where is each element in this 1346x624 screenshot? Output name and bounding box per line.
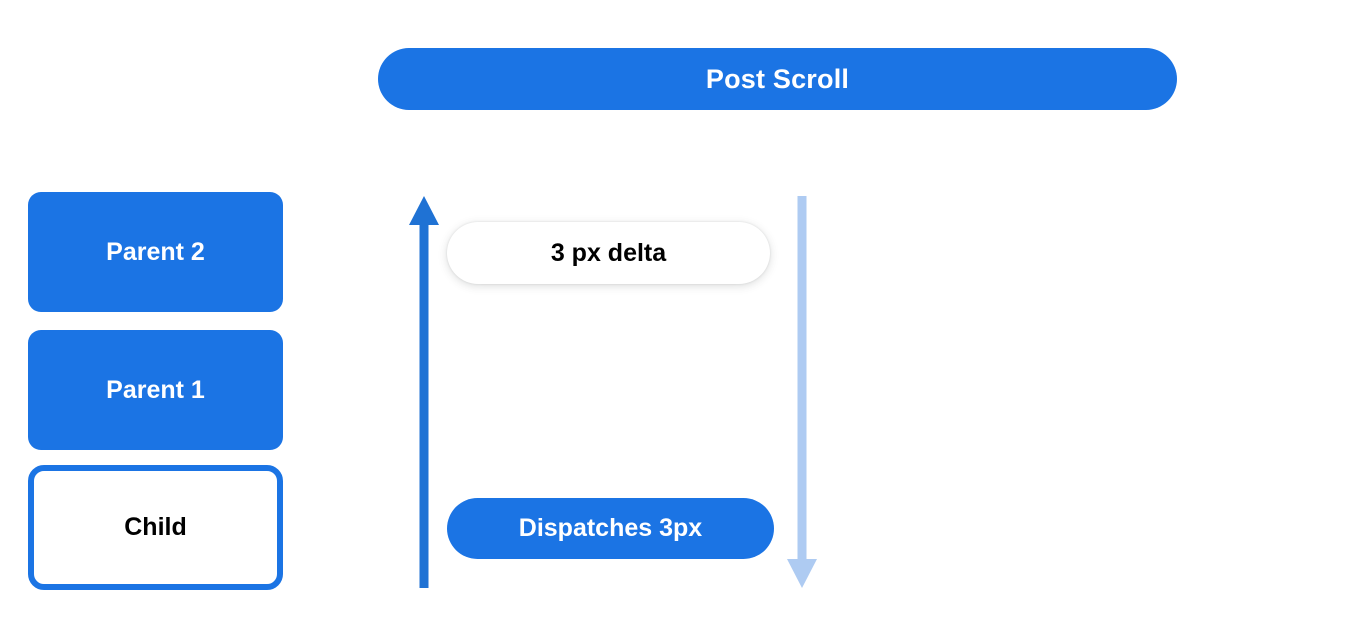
- dispatch-callout-label: Dispatches 3px: [518, 514, 703, 542]
- scroll-down-arrow-icon: [787, 196, 817, 588]
- stack-box-parent-1-label: Parent 1: [106, 375, 205, 404]
- scroll-up-arrow-icon: [409, 196, 439, 588]
- stack-box-parent-2-label: Parent 2: [106, 237, 205, 266]
- post-scroll-banner-label: Post Scroll: [705, 63, 850, 94]
- stack-box-child-label: Child: [124, 513, 187, 541]
- delta-callout: 3 px delta: [447, 222, 770, 284]
- dispatch-callout: Dispatches 3px: [447, 498, 774, 559]
- post-scroll-banner: Post Scroll: [378, 48, 1177, 110]
- delta-callout-label: 3 px delta: [550, 238, 667, 267]
- stack-box-parent-2: Parent 2: [28, 192, 283, 312]
- stack-box-child: Child: [28, 465, 283, 590]
- stack-box-parent-1: Parent 1: [28, 330, 283, 450]
